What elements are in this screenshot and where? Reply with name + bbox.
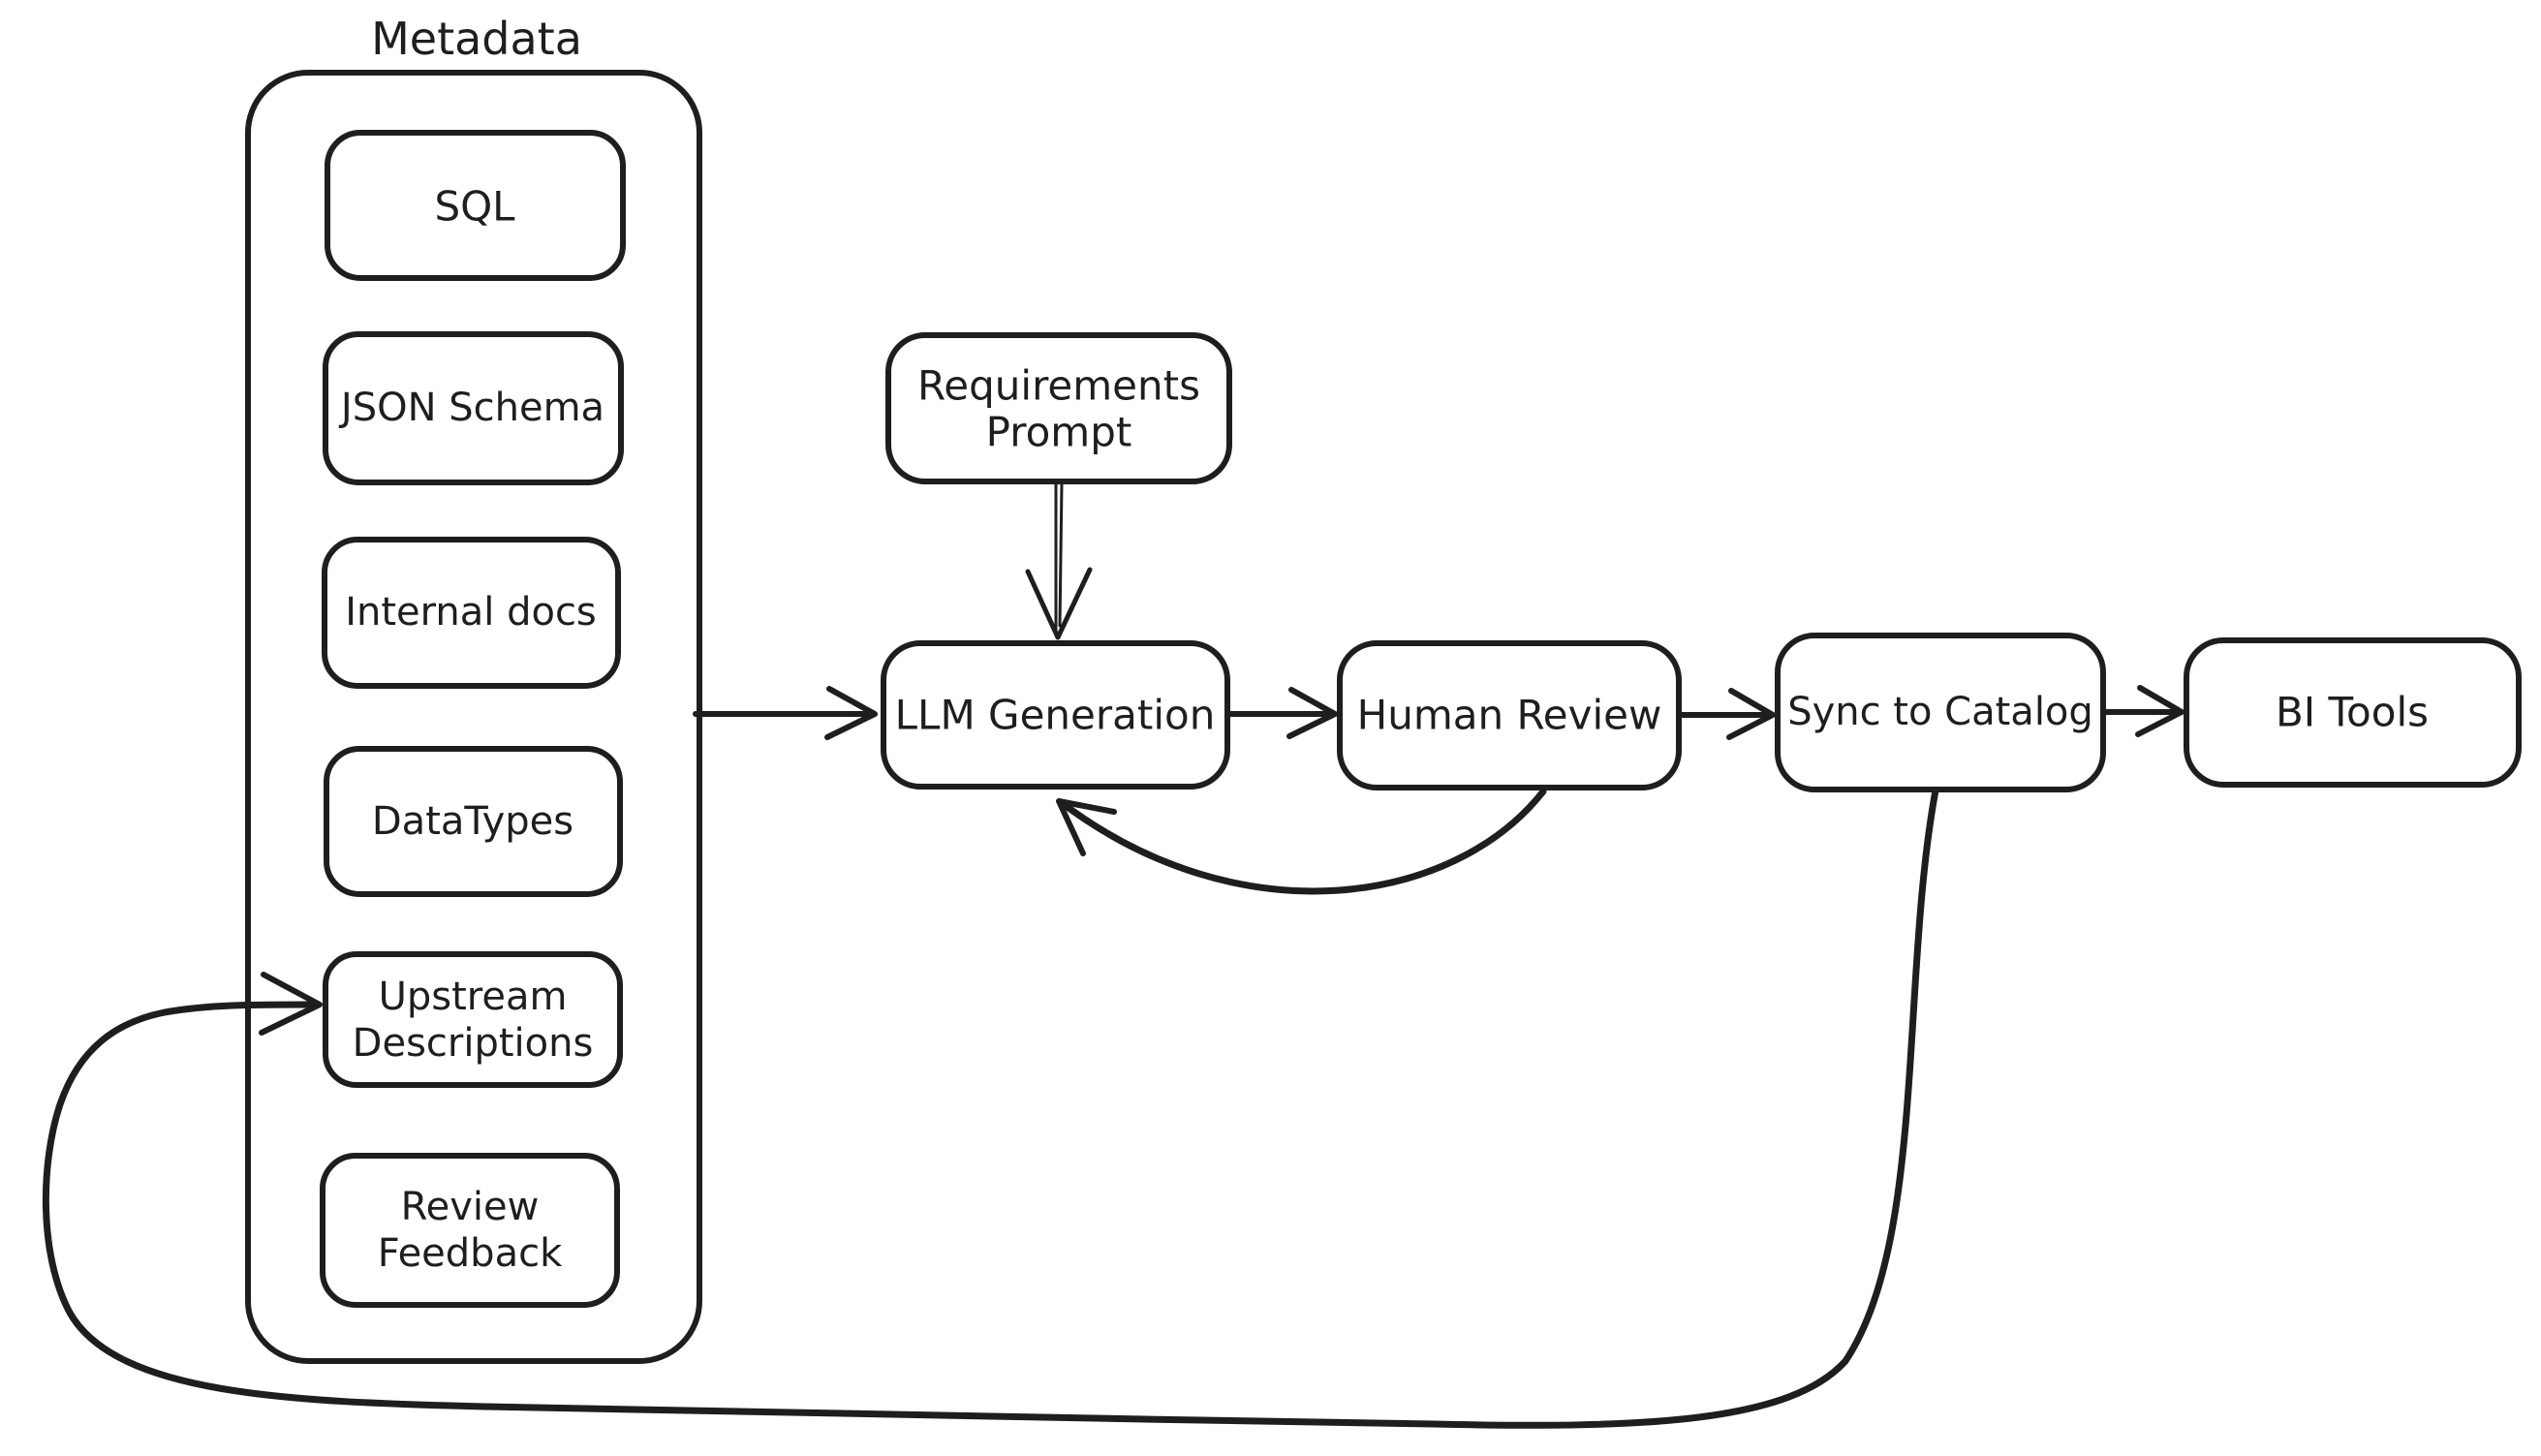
node-review-feedback-label-line1: Review: [401, 1185, 540, 1229]
node-llm-generation-box: [881, 640, 1230, 790]
node-review-feedback: Review Feedback: [320, 1153, 620, 1308]
metadata-group: Metadata SQL JSON Schema Internal docs D…: [245, 13, 702, 1364]
arrowhead-down-icon: [1025, 567, 1093, 640]
arrowhead-right-icon: [1726, 688, 1776, 740]
edge-sync-to-upstream-loop-shaft: [42, 787, 1939, 1429]
node-internal-docs: Internal docs: [322, 537, 621, 689]
node-sync-to-catalog: Sync to Catalog: [1775, 633, 2106, 792]
arrowhead-right-icon: [824, 686, 878, 740]
metadata-container-title: Metadata: [371, 13, 582, 65]
node-json-schema-label: JSON Schema: [338, 386, 604, 430]
node-human-review: Human Review: [1337, 640, 1682, 790]
node-sync-to-catalog-label: Sync to Catalog: [1787, 690, 2093, 734]
arrowhead-right-icon: [2135, 685, 2185, 737]
edge-requirements-to-llm-shaft-b: [1058, 482, 1064, 628]
edge-metadata-to-llm: [693, 686, 878, 740]
node-bi-tools-box: [2184, 637, 2522, 788]
node-requirements-prompt-box: [885, 332, 1232, 484]
node-review-feedback-box: [320, 1153, 620, 1308]
edge-sync-to-upstream-loop: [42, 787, 1939, 1429]
node-upstream-descriptions: Upstream Descriptions: [323, 951, 623, 1088]
node-requirements-prompt: Requirements Prompt: [885, 332, 1232, 484]
node-internal-docs-label: Internal docs: [345, 590, 597, 635]
node-internal-docs-box: [322, 537, 621, 689]
node-sql: SQL: [325, 130, 626, 281]
metadata-container-box: [245, 70, 702, 1364]
node-review-feedback-label-line2: Feedback: [378, 1231, 563, 1276]
edge-human-review-to-sync: [1676, 688, 1776, 740]
node-upstream-descriptions-label-line1: Upstream: [379, 975, 568, 1019]
node-upstream-descriptions-box: [323, 951, 623, 1088]
edge-llm-to-human-review: [1224, 687, 1338, 739]
node-datatypes: DataTypes: [324, 746, 623, 897]
node-human-review-box: [1337, 640, 1682, 790]
node-datatypes-label: DataTypes: [372, 799, 573, 844]
node-bi-tools: BI Tools: [2184, 637, 2522, 788]
edge-human-review-to-llm-feedback-shaft: [1057, 788, 1547, 895]
node-json-schema: JSON Schema: [323, 331, 624, 485]
edge-human-review-to-llm-feedback: [1056, 788, 1547, 895]
node-upstream-descriptions-label-line2: Descriptions: [353, 1021, 594, 1066]
node-sql-box: [325, 130, 626, 281]
node-sync-to-catalog-box: [1775, 633, 2106, 792]
edge-requirements-to-llm: [1025, 482, 1093, 640]
arrowhead-right-icon: [259, 972, 323, 1036]
arrowhead-upleft-icon: [1056, 798, 1117, 856]
node-requirements-prompt-label-line2: Prompt: [986, 409, 1132, 456]
node-llm-generation-label: LLM Generation: [895, 692, 1216, 739]
node-human-review-label: Human Review: [1357, 692, 1662, 739]
arrowhead-right-icon: [1286, 687, 1338, 739]
node-llm-generation: LLM Generation: [881, 640, 1230, 790]
node-requirements-prompt-label-line1: Requirements: [917, 362, 1200, 410]
edge-sync-to-bi-tools: [2100, 685, 2185, 737]
node-bi-tools-label: BI Tools: [2276, 689, 2429, 736]
node-datatypes-box: [324, 746, 623, 897]
node-json-schema-box: [323, 331, 624, 485]
node-sql-label: SQL: [434, 183, 515, 231]
